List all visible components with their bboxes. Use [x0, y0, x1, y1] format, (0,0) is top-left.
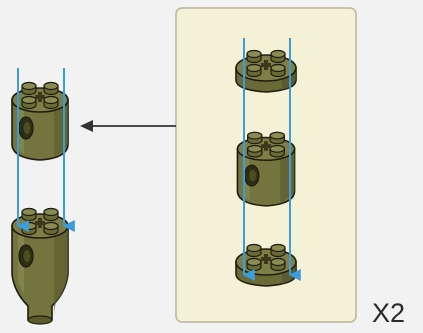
main-cone-brick — [11, 207, 69, 325]
arrow-left-icon — [80, 120, 93, 132]
callout-arrow — [80, 120, 176, 132]
main-top-brick — [11, 81, 69, 161]
panel-middle-brick — [236, 131, 296, 207]
quantity-label: X2 — [372, 298, 406, 328]
